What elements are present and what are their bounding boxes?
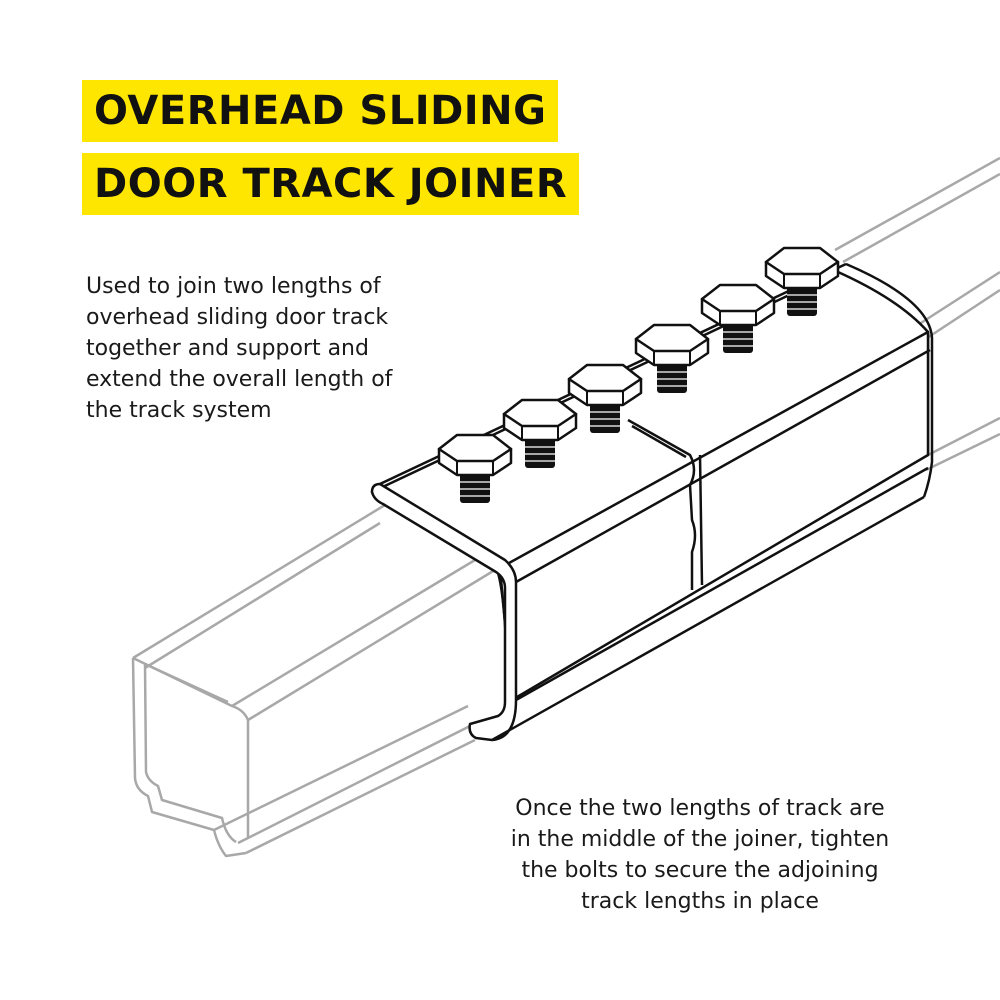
description-text: Used to join two lengths of overhead sli… <box>86 271 466 426</box>
note-line: Once the two lengths of track are <box>515 796 885 821</box>
description-line: the track system <box>86 398 272 423</box>
bolt-row <box>437 246 840 503</box>
description-line: Used to join two lengths of <box>86 274 381 299</box>
title-line-1: OVERHEAD SLIDING <box>82 80 559 142</box>
title-line-2: DOOR TRACK JOINER <box>82 153 580 215</box>
note-line: the bolts to secure the adjoining <box>521 858 879 883</box>
description-line: extend the overall length of <box>86 367 393 392</box>
hex-bolt <box>634 323 710 393</box>
hex-bolt <box>764 246 840 316</box>
front-track <box>131 503 509 858</box>
description-line: overhead sliding door track <box>86 305 389 330</box>
note-line: track lengths in place <box>581 889 819 914</box>
hex-bolt <box>502 398 578 468</box>
hex-bolt <box>567 363 643 433</box>
note-line: in the middle of the joiner, tighten <box>510 827 890 852</box>
instruction-note: Once the two lengths of track are in the… <box>470 793 930 917</box>
hex-bolt <box>437 433 513 503</box>
hex-bolt <box>700 283 776 353</box>
description-line: together and support and <box>86 336 369 361</box>
